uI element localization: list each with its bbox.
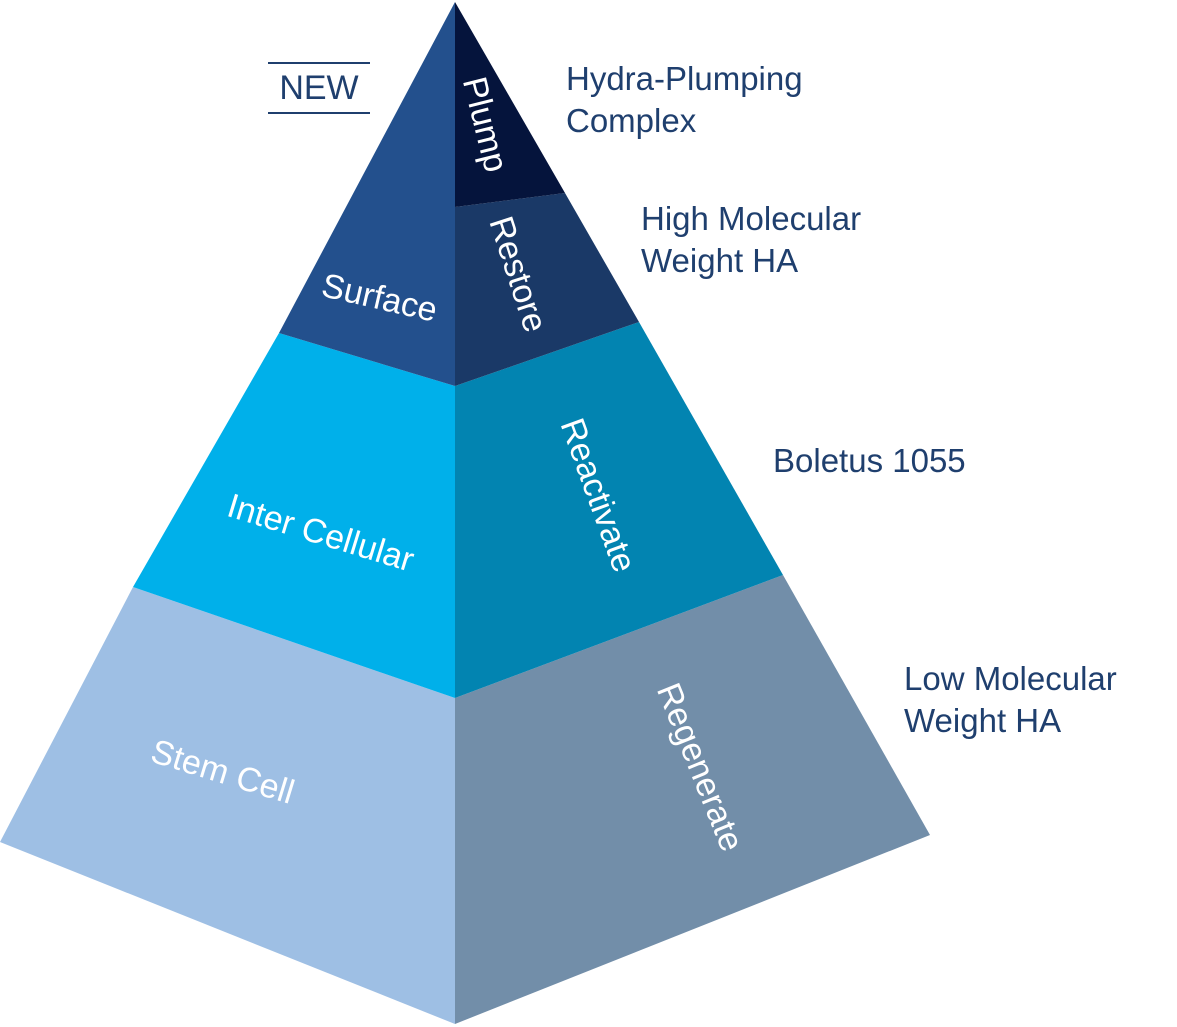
layer-restore-right-face	[455, 193, 639, 386]
side-label-hydra-plumping: Hydra-Plumping Complex	[566, 60, 803, 139]
new-badge: NEW	[268, 62, 370, 114]
layer-surface-left-face	[279, 2, 455, 386]
side-label-low-molecular: Low Molecular Weight HA	[904, 660, 1117, 739]
layer-reactivate-right-face	[455, 322, 783, 698]
side-label-high-molecular: High Molecular Weight HA	[641, 200, 862, 279]
layer-inter-cellular-left-face	[133, 333, 455, 698]
side-label-boletus: Boletus 1055	[773, 442, 966, 479]
layer-plump-right-face	[455, 2, 565, 207]
layer-stem-cell-left-face	[0, 587, 455, 1024]
layer-regenerate-right-face	[455, 575, 930, 1024]
